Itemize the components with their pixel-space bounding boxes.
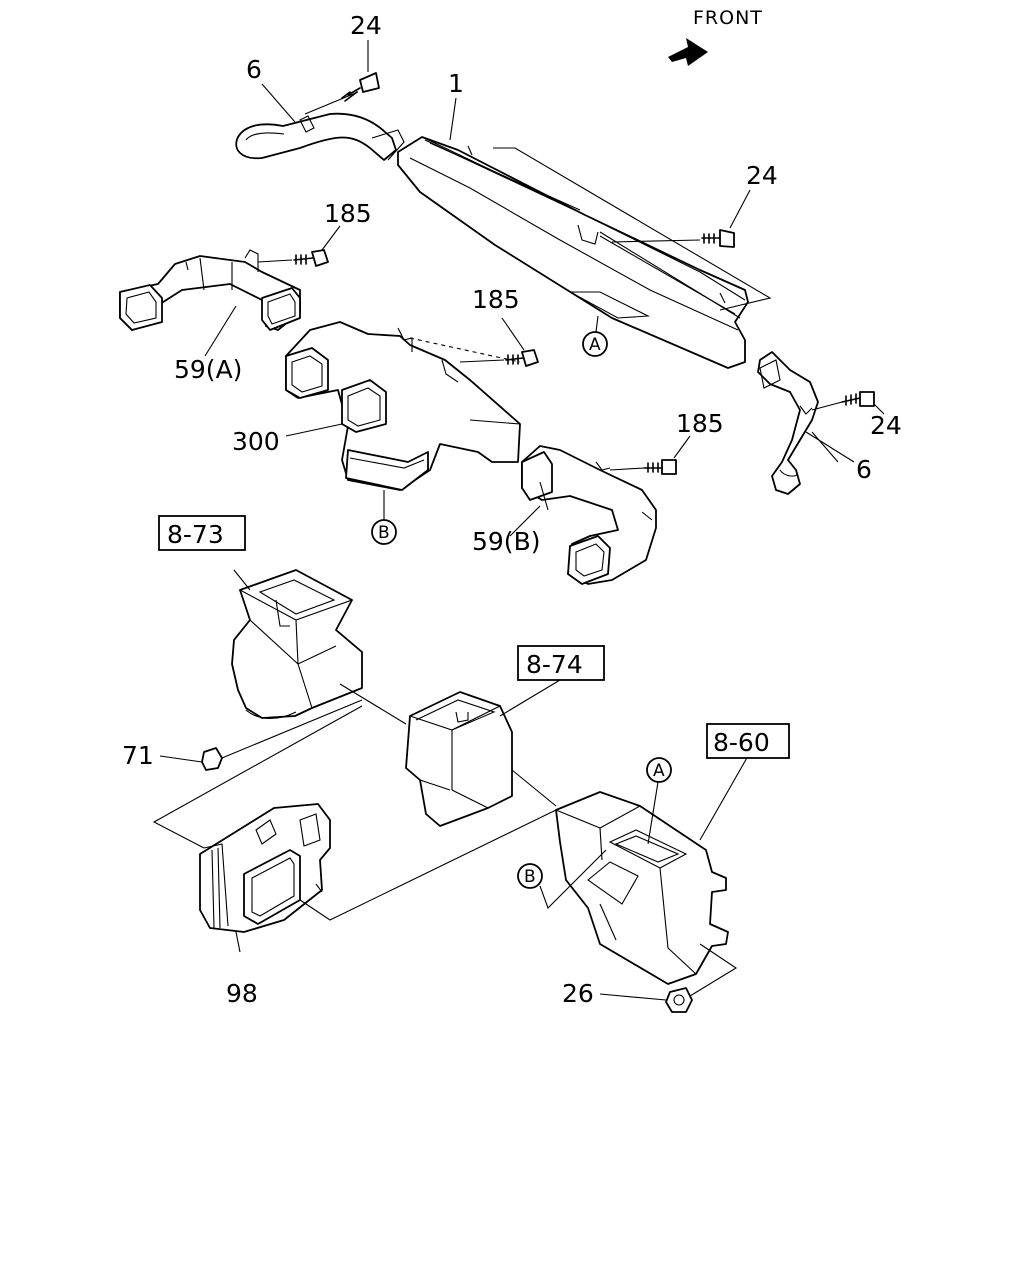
side-vent-hose-right-part-6 [757, 351, 819, 495]
callout-b-heater: B [517, 849, 607, 909]
callout-a-heater: A [646, 757, 672, 845]
side-vent-hose-left-part-6 [235, 112, 405, 161]
bolt-185-b [459, 317, 539, 367]
unit-98 [199, 803, 331, 933]
label-bolt-185-a: 185 [324, 199, 372, 228]
reference-8-74[interactable]: 8-74 [517, 645, 605, 681]
callout-a-heater-text: A [653, 761, 665, 781]
bolt-24-top [304, 40, 380, 115]
reference-8-60-text: 8-60 [713, 728, 770, 757]
front-label: FRONT [693, 7, 763, 29]
callout-a-main-text: A [589, 335, 601, 355]
assembly-lines [152, 683, 738, 997]
evaporator-unit-8-74 [405, 691, 513, 827]
reference-8-60[interactable]: 8-60 [706, 723, 790, 759]
blower-unit-8-73 [231, 569, 363, 720]
nut-26 [599, 987, 693, 1013]
label-unit-98: 98 [226, 979, 258, 1008]
front-indicator: FRONT [668, 7, 763, 66]
callout-a-main: A [582, 315, 608, 357]
label-duct-6-left: 6 [246, 55, 262, 84]
label-duct-59a: 59(A) [174, 355, 242, 384]
label-nut-71: 71 [122, 741, 154, 770]
heater-unit-8-60 [555, 791, 729, 985]
leader-lines [204, 83, 855, 953]
label-duct-59b: 59(B) [472, 527, 540, 556]
label-bolt-185-c: 185 [676, 409, 724, 438]
label-nut-26: 26 [562, 979, 594, 1008]
nut-71 [159, 747, 223, 771]
duct-59a [119, 249, 301, 331]
reference-8-73[interactable]: 8-73 [158, 515, 246, 551]
front-arrow-icon [668, 38, 708, 66]
label-bolt-24-right: 24 [746, 161, 778, 190]
label-duct-6-right: 6 [856, 455, 872, 484]
label-bolt-24-lower: 24 [870, 411, 902, 440]
bolt-24-lower [811, 391, 885, 463]
bolt-185-a [257, 225, 341, 267]
bolt-185-c [609, 435, 691, 475]
reference-8-74-text: 8-74 [526, 650, 583, 679]
defroster-duct-part-1 [397, 136, 772, 369]
label-duct-300: 300 [232, 427, 280, 456]
duct-59b [521, 445, 657, 585]
label-bolt-24-top: 24 [350, 11, 382, 40]
callout-b-main: B [371, 490, 397, 545]
callout-b-heater-text: B [524, 867, 536, 887]
label-bolt-185-b: 185 [472, 285, 520, 314]
callout-b-main-text: B [378, 523, 390, 543]
reference-8-73-text: 8-73 [167, 520, 224, 549]
center-duct-300 [285, 321, 521, 491]
bolt-24-right [611, 189, 751, 248]
label-part-1: 1 [448, 69, 464, 98]
